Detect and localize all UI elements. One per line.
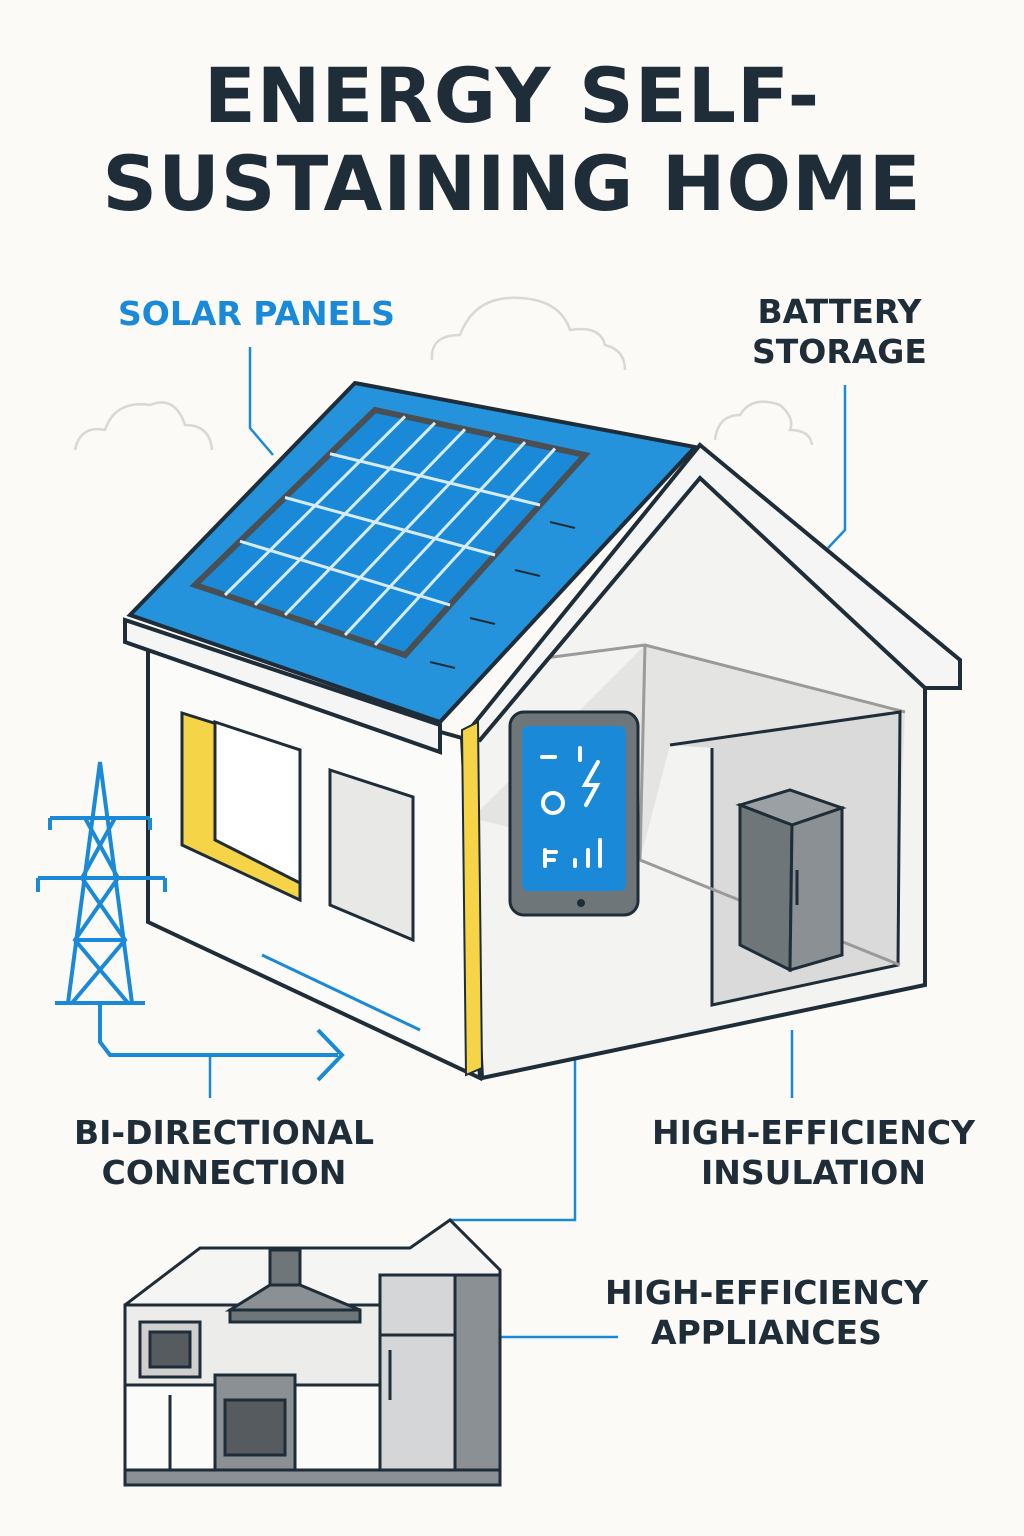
solar-cell-gridline — [343, 441, 527, 637]
window — [180, 710, 302, 903]
power-tower-icon — [36, 761, 345, 1082]
battery-icon — [735, 788, 847, 973]
kitchen-appliances-icon — [123, 1218, 502, 1487]
solar-cell-gridline — [284, 496, 496, 557]
insulation-strip — [460, 720, 484, 1077]
solar-cell-gridline — [283, 428, 467, 617]
solar-cell-gridline — [313, 434, 497, 627]
solar-cell-gridline — [223, 415, 407, 597]
solar-cell-gridline — [373, 447, 557, 647]
solar-cell-gridline — [253, 421, 437, 607]
window — [328, 767, 415, 943]
cloud-icon — [73, 296, 814, 451]
page-title: ENERGY SELF- SUSTAINING HOME — [102, 51, 922, 228]
label-solar-panels: SOLAR PANELS — [118, 294, 395, 333]
energy-monitor-tablet-icon — [508, 710, 640, 917]
solar-cell-gridline — [329, 452, 541, 507]
solar-cell-gridline — [239, 539, 451, 607]
solar-panel-icon — [189, 406, 591, 659]
